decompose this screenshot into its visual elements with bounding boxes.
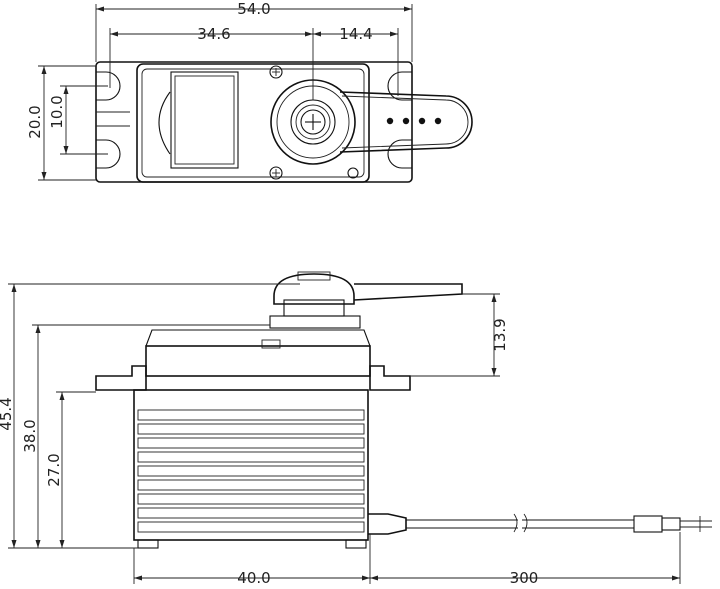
top-label-area [170, 71, 239, 169]
top-dimension-lines [38, 4, 413, 181]
top-screw-lower [269, 166, 283, 180]
top-left-slot-lower [96, 139, 121, 169]
side-foot-left [137, 539, 159, 549]
side-right-tab [369, 365, 411, 391]
top-flange-outline [95, 61, 413, 183]
top-right-slot-upper [387, 71, 412, 101]
dim-side-mount-height: 27.0 [45, 453, 63, 486]
top-housing [136, 63, 370, 183]
side-cable [406, 513, 634, 533]
horn-hole-1 [386, 117, 394, 125]
dim-top-inner-height: 10.0 [48, 95, 66, 128]
top-screw-right [347, 167, 359, 179]
side-view: 45.4 38.0 27.0 13.9 40.0 300 [0, 271, 712, 587]
top-horn-arm [339, 91, 473, 153]
horn-hole-4 [434, 117, 442, 125]
side-horn-arm [353, 283, 463, 301]
top-left-slot-upper [96, 71, 121, 101]
dim-cable-length: 300 [510, 569, 539, 587]
horn-center-screw-icon [305, 114, 321, 130]
dim-top-width: 54.0 [237, 0, 270, 18]
horn-hole-2 [402, 117, 410, 125]
dim-side-horn-height: 13.9 [491, 318, 509, 351]
side-spline [283, 299, 345, 317]
side-horn-head [273, 273, 355, 305]
side-connector [633, 515, 712, 533]
side-foot-right [345, 539, 367, 549]
dim-side-total-height: 45.4 [0, 397, 15, 430]
top-screw-upper [269, 65, 283, 79]
top-right-slot-lower [387, 139, 412, 169]
horn-hole-3 [418, 117, 426, 125]
side-dimension-lines [8, 283, 681, 584]
dim-top-height: 20.0 [26, 105, 44, 138]
dim-side-width: 40.0 [237, 569, 270, 587]
side-left-tab [95, 365, 147, 391]
side-gear-top [269, 315, 361, 329]
side-body [133, 389, 369, 541]
dim-top-left: 34.6 [197, 25, 230, 43]
top-view: 54.0 34.6 14.4 20.0 10.0 [26, 0, 473, 183]
side-cooling-fins [137, 409, 365, 533]
dim-top-right: 14.4 [339, 25, 372, 43]
side-cable-boot [368, 513, 407, 535]
side-upper-case [145, 345, 371, 377]
dim-side-body-height: 38.0 [21, 419, 39, 452]
